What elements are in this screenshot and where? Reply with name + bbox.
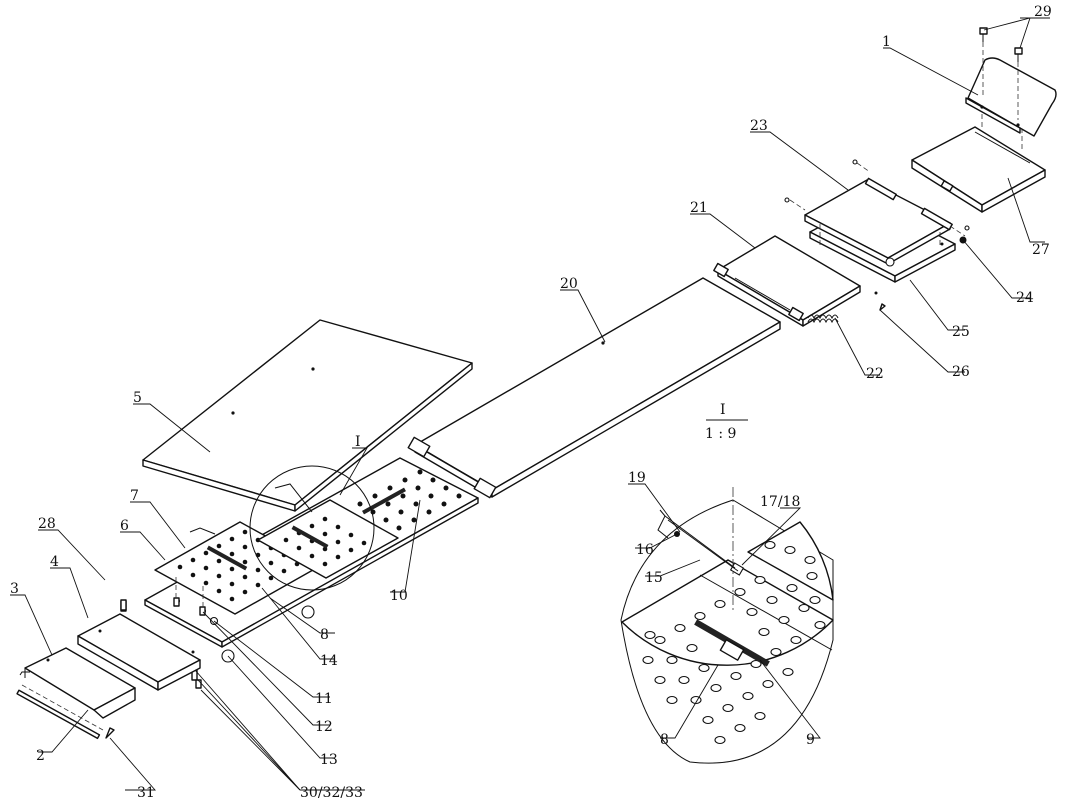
label-part-12: 12 <box>315 719 333 735</box>
part-labels: 29 1 23 21 20 27 24 25 22 26 5 I 7 6 28 … <box>10 4 1052 801</box>
label-part-15: 15 <box>645 570 663 586</box>
part-29-screws <box>979 27 1023 120</box>
label-part-4: 4 <box>50 554 59 570</box>
detail-view-scale: 1 : 9 <box>705 426 736 442</box>
label-part-2: 2 <box>36 748 45 764</box>
detail-view-name: I <box>720 402 726 418</box>
detail-view-I <box>620 487 834 764</box>
detail-marker-circle <box>249 465 375 591</box>
label-part-31: 31 <box>137 785 155 801</box>
label-part-9: 9 <box>806 732 815 748</box>
part-7-tread-plate <box>154 483 399 615</box>
label-part-23: 23 <box>750 118 768 134</box>
part-1-bracket <box>965 57 1057 137</box>
label-part-5: 5 <box>133 390 142 406</box>
label-detail-marker: I <box>355 434 361 450</box>
part-4-end-plate <box>77 600 201 691</box>
part-21-plate <box>713 235 861 327</box>
label-part-8-main: 8 <box>320 627 329 643</box>
label-part-7: 7 <box>130 488 139 504</box>
part-28-screw <box>120 599 127 611</box>
label-part-10: 10 <box>390 588 408 604</box>
label-part-29: 29 <box>1034 4 1052 20</box>
label-part-27: 27 <box>1032 242 1050 258</box>
label-part-26: 26 <box>952 364 970 380</box>
label-part-13: 13 <box>320 752 338 768</box>
label-part-3: 3 <box>10 581 19 597</box>
label-part-28: 28 <box>38 516 56 532</box>
label-part-8-detail: 8 <box>660 732 669 748</box>
label-part-22: 22 <box>866 366 884 382</box>
part-23-upper-plate <box>784 159 970 267</box>
label-part-25: 25 <box>952 324 970 340</box>
leader-lines <box>10 17 1050 791</box>
label-part-16: 16 <box>636 542 654 558</box>
part-27-tray <box>911 114 1046 213</box>
label-part-24: 24 <box>1016 290 1034 306</box>
part-5-cover-plate <box>142 319 473 512</box>
part-22-spring <box>807 314 839 324</box>
label-part-14: 14 <box>320 653 338 669</box>
label-part-19: 19 <box>628 470 646 486</box>
part-20-main-ramp <box>407 277 781 499</box>
detail-view-title: I 1 : 9 <box>705 402 748 442</box>
label-part-30-32-33: 30/32/33 <box>300 785 363 801</box>
label-part-21: 21 <box>690 200 708 216</box>
label-part-17-18: 17/18 <box>760 494 800 510</box>
label-part-1: 1 <box>882 34 891 50</box>
part-26-screw <box>879 303 886 311</box>
label-part-6: 6 <box>120 518 129 534</box>
label-part-20: 20 <box>560 276 578 292</box>
label-part-11: 11 <box>315 691 333 707</box>
